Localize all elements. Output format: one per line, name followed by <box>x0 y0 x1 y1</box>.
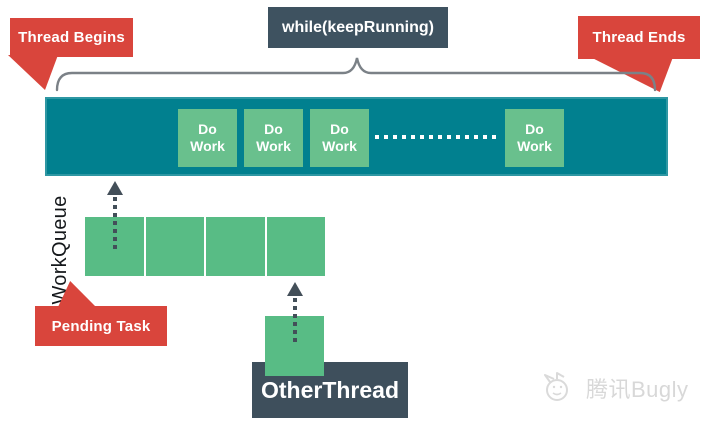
queue-cell <box>204 217 265 276</box>
thread-ends-banner: Thread Ends <box>578 16 700 59</box>
loop-ellipsis-dots <box>375 135 501 139</box>
thread-ends-label: Thread Ends <box>592 29 686 46</box>
pending-task-banner: Pending Task <box>35 306 167 346</box>
do-work-box: Do Work <box>310 109 369 167</box>
watermark: 腾讯Bugly <box>540 372 689 404</box>
while-loop-label: while(keepRunning) <box>282 18 434 36</box>
bugly-logo-icon <box>544 372 568 401</box>
queue-cell <box>143 217 204 276</box>
thread-loop-bar: Do Work Do Work Do Work Do Work <box>45 97 668 176</box>
do-work-box: Do Work <box>178 109 237 167</box>
task-to-queue-dotted-line <box>293 298 297 346</box>
thread-begins-label: Thread Begins <box>18 29 125 46</box>
watermark-text: 腾讯Bugly <box>586 377 689 402</box>
queue-to-loop-dotted-line <box>113 197 117 249</box>
queue-cell <box>264 217 325 276</box>
task-to-queue-arrowhead <box>287 282 303 296</box>
loop-span-brace <box>55 57 657 92</box>
while-loop-box: while(keepRunning) <box>268 7 448 48</box>
do-work-box: Do Work <box>244 109 303 167</box>
work-queue-row <box>85 217 325 276</box>
other-thread-label: OtherThread <box>260 376 400 403</box>
thread-begins-banner: Thread Begins <box>10 18 133 57</box>
pending-task-label: Pending Task <box>51 317 151 335</box>
queue-to-loop-arrowhead <box>107 181 123 195</box>
do-work-box: Do Work <box>505 109 564 167</box>
